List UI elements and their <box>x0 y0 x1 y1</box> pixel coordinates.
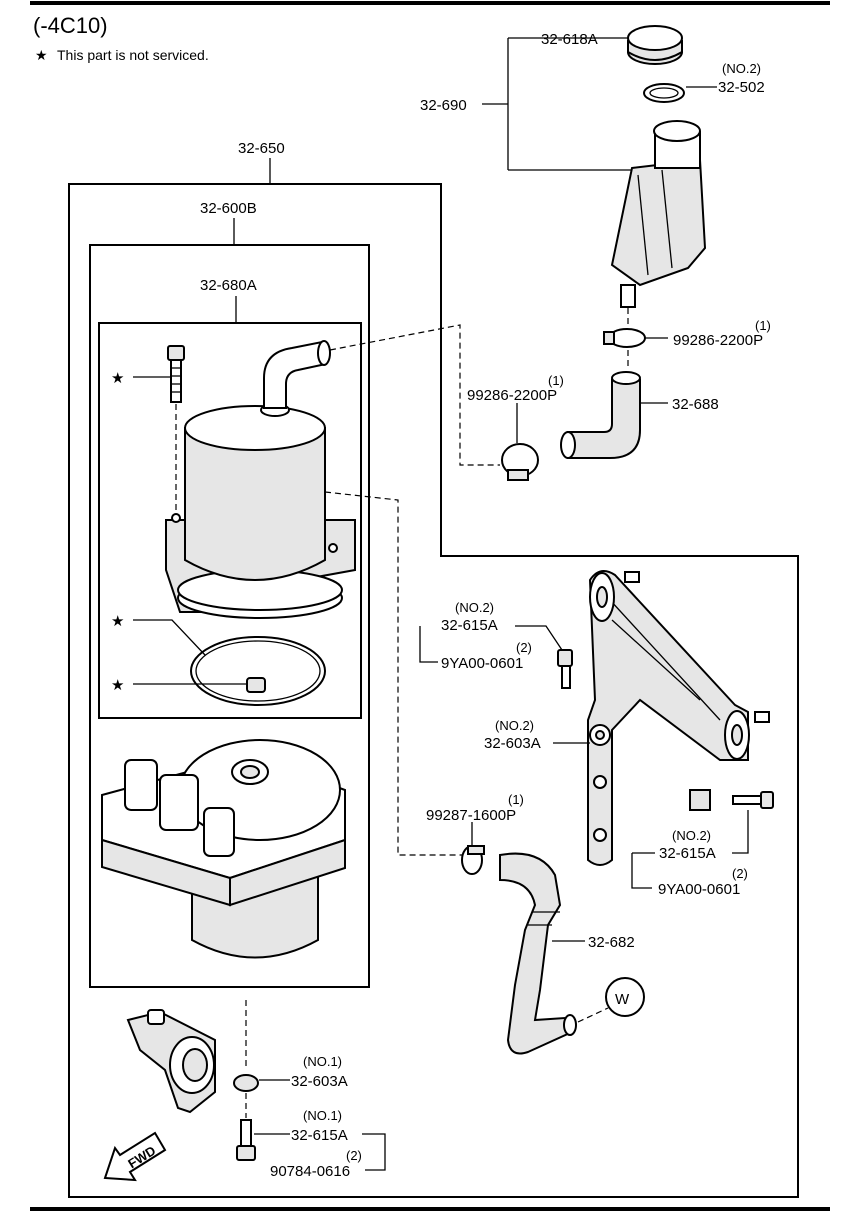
label-9YA00-0601-upper-qty: (2) <box>516 640 532 655</box>
reservoir-part <box>610 25 707 308</box>
label-32-650[interactable]: 32-650 <box>238 140 285 157</box>
label-9YA00-0601-upper[interactable]: 9YA00-0601 <box>441 655 523 672</box>
label-32-618A[interactable]: 32-618A <box>541 31 598 48</box>
fwd-arrow-icon: FWD <box>103 1131 167 1182</box>
label-32-615A-upper[interactable]: 32-615A <box>441 617 498 634</box>
hose-32-682-part <box>499 852 577 1055</box>
label-99286-2200P-upper[interactable]: 99286-2200P <box>673 332 763 349</box>
star-icon: ★ <box>111 677 124 694</box>
motor-part <box>165 340 356 706</box>
bolt-90784-part <box>236 1093 256 1161</box>
label-99287-1600P[interactable]: 99287-1600P <box>426 807 516 824</box>
label-32-682[interactable]: 32-682 <box>588 934 635 951</box>
star-icon: ★ <box>35 47 48 63</box>
label-32-615A-lower[interactable]: 32-615A <box>659 845 716 862</box>
label-32-502[interactable]: 32-502 <box>718 79 765 96</box>
label-32-603A-upper[interactable]: 32-603A <box>484 735 541 752</box>
bolt-9YA00-upper-part <box>557 649 573 689</box>
label-32-680A[interactable]: 32-680A <box>200 277 257 294</box>
label-32-690[interactable]: 32-690 <box>420 97 467 114</box>
hose-32-688-part <box>560 371 641 459</box>
frame-32-600B <box>89 244 370 988</box>
label-90784-0616[interactable]: 90784-0616 <box>270 1163 350 1180</box>
label-99286-2200P-upper-qty: (1) <box>755 318 771 333</box>
mount-bracket-part <box>126 1009 216 1114</box>
bolt-9YA00-lower-part <box>732 791 774 809</box>
label-99287-1600P-qty: (1) <box>508 792 524 807</box>
pump-body-part <box>101 739 346 959</box>
label-32-615A-lower-qty: (NO.2) <box>672 828 711 843</box>
label-32-615A-bottom-qty: (NO.1) <box>303 1108 342 1123</box>
label-32-615A-bottom[interactable]: 32-615A <box>291 1127 348 1144</box>
bracket-part <box>587 570 770 866</box>
label-99286-2200P-lower[interactable]: 99286-2200P <box>467 387 557 404</box>
label-32-688[interactable]: 32-688 <box>672 396 719 413</box>
label-32-603A-lower-qty: (NO.1) <box>303 1054 342 1069</box>
clamp-99287-part <box>461 845 485 875</box>
label-99286-2200P-lower-qty: (1) <box>548 373 564 388</box>
diagram-code: (-4C10) <box>33 13 108 38</box>
clamp-part <box>603 308 646 368</box>
star-icon: ★ <box>111 613 124 630</box>
not-serviced-note: This part is not serviced. <box>57 47 209 63</box>
view-w-circle[interactable] <box>605 977 645 1017</box>
frame-32-680A <box>98 322 362 719</box>
view-w-label: W <box>615 991 630 1008</box>
label-32-603A-upper-qty: (NO.2) <box>495 718 534 733</box>
label-90784-0616-qty: (2) <box>346 1148 362 1163</box>
star-icon: ★ <box>111 370 124 387</box>
label-9YA00-0601-lower-qty: (2) <box>732 866 748 881</box>
label-32-615A-upper-qty: (NO.2) <box>455 600 494 615</box>
clamp-lower-part <box>501 443 539 481</box>
label-32-600B[interactable]: 32-600B <box>200 200 257 217</box>
label-32-603A-lower[interactable]: 32-603A <box>291 1073 348 1090</box>
nut-32-603A-part <box>233 1074 259 1092</box>
label-9YA00-0601-lower[interactable]: 9YA00-0601 <box>658 881 740 898</box>
assembly-frame-32-650 <box>68 183 799 1198</box>
label-32-502-qty: (NO.2) <box>722 61 761 76</box>
